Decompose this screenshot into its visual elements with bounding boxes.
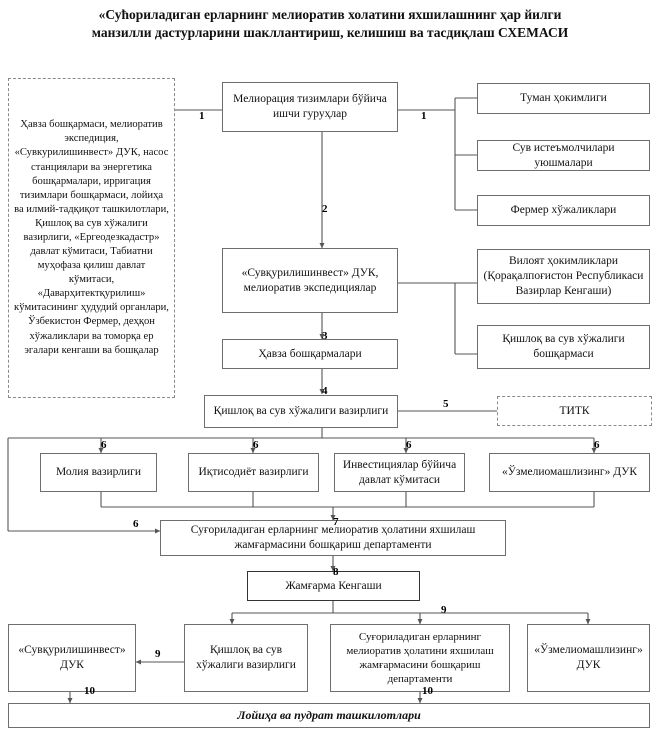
edge-label-e6-d: 6 [594, 439, 600, 451]
node-design-contract-orgs-label: Лойиҳа ва пудрат ташкилотлари [237, 707, 421, 722]
node-titk[interactable]: ТИТК [497, 396, 652, 426]
edge-label-e2: 2 [322, 203, 328, 215]
edge-label-e6-e: 6 [133, 518, 139, 530]
node-basin-admins-label: Ҳавза бошқармалари [258, 347, 362, 360]
node-ministry-economy-label: Иқтисодиёт вазирлиги [198, 466, 309, 479]
node-suvqurilishinvest-melio-label: «Сувқурилишинвест» ДУК, мелиоратив экспе… [241, 266, 379, 294]
node-uzmeliomashlizing-bottom-label: «Ўзмелиомашлизинг» ДУК [534, 644, 643, 671]
edge-label-e10-b: 10 [422, 685, 433, 697]
node-state-cmte-investments[interactable]: Инвестициялар бўйича давлат кўмитаси [334, 453, 465, 492]
node-uzmeliomashlizing-bottom[interactable]: «Ўзмелиомашлизинг» ДУК [527, 624, 650, 692]
node-district-khokimiyat[interactable]: Туман ҳокимлиги [477, 83, 650, 114]
node-ministry-economy[interactable]: Иқтисодиёт вазирлиги [188, 453, 319, 492]
node-farmer-households-label: Фермер хўжаликлари [510, 204, 617, 217]
node-sources-panel[interactable]: Ҳавза бошқармаси, мелиоратив экспедиция,… [8, 78, 175, 398]
node-fund-department-label: Суғориладиган ерларнинг мелиоратив ҳолат… [190, 524, 476, 551]
node-ministry-finance[interactable]: Молия вазирлиги [40, 453, 157, 492]
node-ministry-agri-water-bottom[interactable]: Қишлоқ ва сув хўжалиги вазирлиги [184, 624, 308, 692]
edge-label-e1-left: 1 [199, 110, 205, 122]
edge-label-e6-b: 6 [253, 439, 259, 451]
node-design-contract-orgs[interactable]: Лойиҳа ва пудрат ташкилотлари [8, 703, 650, 728]
node-fund-department-bottom-label: Суғориладиган ерларнинг мелиоратив ҳолат… [346, 630, 494, 686]
node-fund-department-bottom[interactable]: Суғориладиган ерларнинг мелиоратив ҳолат… [330, 624, 510, 692]
node-fund-department[interactable]: Суғориладиган ерларнинг мелиоратив ҳолат… [160, 520, 506, 556]
edge-label-e10-a: 10 [84, 685, 95, 697]
node-ministry-agri-water[interactable]: Қишлоқ ва сув хўжалиги вазирлиги [204, 395, 398, 428]
edge-label-e6-c: 6 [406, 439, 412, 451]
node-sources-panel-label: Ҳавза бошқармаси, мелиоратив экспедиция,… [14, 119, 169, 356]
node-ministry-agri-water-bottom-label: Қишлоқ ва сув хўжалиги вазирлиги [196, 644, 296, 671]
node-region-khokimiyats[interactable]: Вилоят ҳокимликлари (Қорақалпоғистон Рес… [477, 249, 650, 304]
node-water-consumers-label: Сув истеъмолчилари уюшмалари [512, 141, 615, 169]
node-agri-water-dept[interactable]: Қишлоқ ва сув хўжалиги бошқармаси [477, 325, 650, 369]
page-title: «Сућориладиган ерларнинг мелиоратив хола… [91, 7, 569, 40]
node-fund-council-label: Жамғарма Кенгаши [285, 579, 382, 592]
edge-label-e1-right: 1 [421, 110, 427, 122]
edge-label-e9-top: 9 [441, 604, 447, 616]
node-agri-water-dept-label: Қишлоқ ва сув хўжалиги бошқармаси [502, 333, 625, 360]
node-suvqurilishinvest-bottom-label: «Сувқурилишинвест» ДУК [18, 644, 126, 671]
edge-label-e8: 8 [333, 566, 339, 578]
edge-label-e6-a: 6 [101, 439, 107, 451]
node-suvqurilishinvest-melio[interactable]: «Сувқурилишинвест» ДУК, мелиоратив экспе… [222, 248, 398, 313]
node-working-groups-label: Мелиорация тизимлари бўйича ишчи гуруҳла… [233, 93, 387, 120]
edge-label-e3: 3 [322, 330, 328, 342]
node-working-groups[interactable]: Мелиорация тизимлари бўйича ишчи гуруҳла… [222, 82, 398, 132]
node-basin-admins[interactable]: Ҳавза бошқармалари [222, 339, 398, 369]
node-titk-label: ТИТК [559, 404, 590, 417]
edge-label-e5: 5 [443, 398, 449, 410]
node-region-khokimiyats-label: Вилоят ҳокимликлари (Қорақалпоғистон Рес… [483, 255, 644, 297]
node-ministry-agri-water-label: Қишлоқ ва сув хўжалиги вазирлиги [213, 405, 389, 418]
node-uzmeliomashlizing-label: «Ўзмелиомашлизинг» ДУК [501, 466, 638, 479]
node-ministry-finance-label: Молия вазирлиги [55, 466, 142, 479]
node-water-consumers[interactable]: Сув истеъмолчилари уюшмалари [477, 140, 650, 171]
node-state-cmte-investments-label: Инвестициялар бўйича давлат кўмитаси [342, 458, 457, 486]
node-suvqurilishinvest-bottom[interactable]: «Сувқурилишинвест» ДУК [8, 624, 136, 692]
node-uzmeliomashlizing[interactable]: «Ўзмелиомашлизинг» ДУК [489, 453, 650, 492]
node-district-khokimiyat-label: Туман ҳокимлиги [520, 92, 607, 105]
node-fund-council[interactable]: Жамғарма Кенгаши [247, 571, 420, 601]
edge-label-e4: 4 [322, 385, 328, 397]
node-farmer-households[interactable]: Фермер хўжаликлари [477, 195, 650, 226]
edge-label-e7: 7 [333, 516, 339, 528]
edge-label-e9-left: 9 [155, 648, 161, 660]
